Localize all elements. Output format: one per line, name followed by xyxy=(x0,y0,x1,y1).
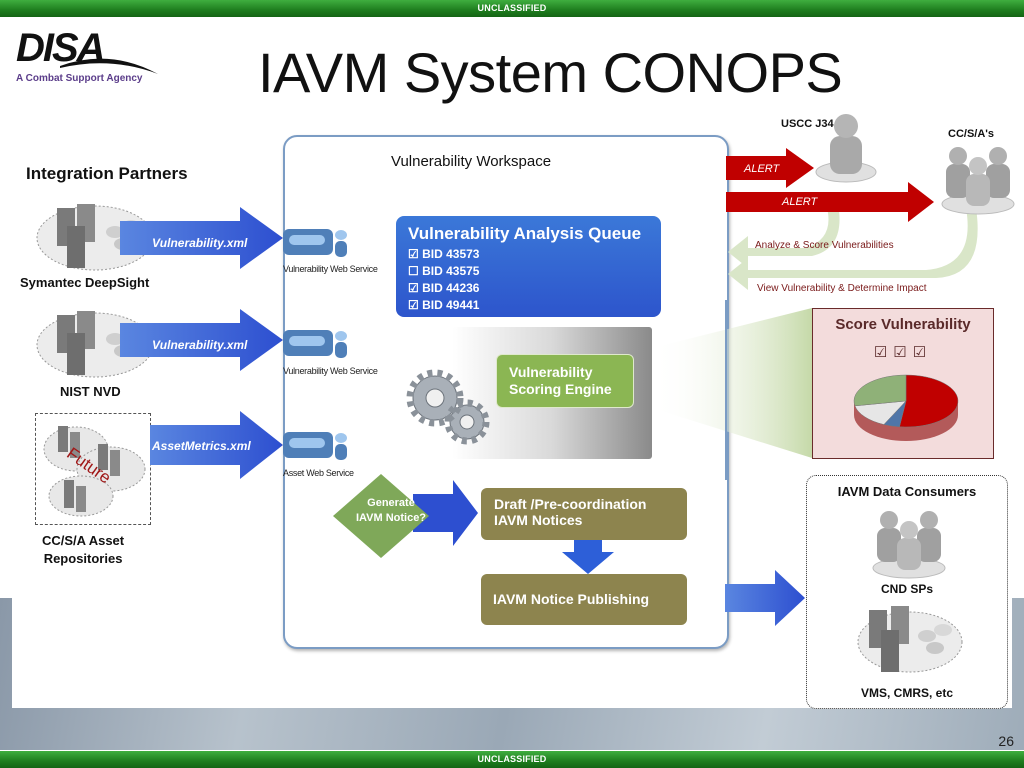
queue-item[interactable]: ☑ BID 44236 xyxy=(408,281,480,295)
draft-notices-box: Draft /Pre-coordination IAVM Notices xyxy=(481,488,687,540)
partner-name-line1: CC/S/A Asset xyxy=(42,533,125,548)
projection-beam xyxy=(652,308,812,458)
page-title: IAVM System CONOPS xyxy=(258,41,843,104)
generate-notice-decision: Generate IAVM Notice? xyxy=(343,496,439,526)
pie-slice-green xyxy=(853,374,907,407)
decision-line1: Generate xyxy=(367,497,415,509)
checkbox-icon[interactable]: ☐ xyxy=(408,264,419,278)
consumers-title: IAVM Data Consumers xyxy=(837,484,977,499)
consumer-vms-cmrs: VMS, CMRS, etc xyxy=(860,686,953,700)
web-service-label: Asset Web Service xyxy=(283,468,354,478)
classification-banner-top: UNCLASSIFIED xyxy=(0,0,1024,17)
feed-arrow-assets xyxy=(150,411,283,479)
users-group-icon xyxy=(872,511,946,579)
integration-partners-heading: Integration Partners xyxy=(26,164,188,183)
server-cluster-icon xyxy=(857,606,963,673)
future-repositories-box: Future xyxy=(35,413,151,525)
alert-flows xyxy=(726,148,978,290)
feed-arrow-nist xyxy=(120,309,283,371)
checkbox-icon[interactable]: ☑ xyxy=(408,281,419,295)
consumers-arrow xyxy=(725,570,805,626)
gears-icon xyxy=(406,369,490,445)
web-service-label: Vulnerability Web Service xyxy=(283,366,378,376)
consumer-cnd-sps: CND SPs xyxy=(880,582,933,596)
vulnerability-scoring-engine: Vulnerability Scoring Engine xyxy=(496,354,634,408)
logo-tagline: A Combat Support Agency xyxy=(16,73,143,84)
server-cluster-icon xyxy=(43,426,146,517)
score-checkboxes: ☑☑☑ xyxy=(873,344,933,361)
vulnerability-analysis-queue: Vulnerability Analysis Queue ☑ BID 43573… xyxy=(396,216,661,317)
pie-slice-red xyxy=(899,374,959,428)
workspace-title: Vulnerability Workspace xyxy=(391,153,552,170)
feed-arrow-symantec xyxy=(120,207,283,269)
decision-flow xyxy=(333,474,478,558)
logo-swoosh-icon xyxy=(60,58,158,74)
down-arrow-icon xyxy=(562,540,614,574)
feed-label-nist: Vulnerability.xml xyxy=(152,338,248,352)
iavm-data-consumers: IAVM Data Consumers CND SPs VMS, CMRS, e… xyxy=(806,475,1008,709)
classification-banner-bottom: UNCLASSIFIED xyxy=(0,751,1024,768)
pie-slice-gray xyxy=(854,400,907,425)
web-service-label: Vulnerability Web Service xyxy=(283,264,378,274)
flow-label-analyze: Analyze & Score Vulnerabilities xyxy=(755,240,894,251)
engine-label-line2: Scoring Engine xyxy=(509,381,612,397)
alert-label-ccsa: ALERT xyxy=(782,196,818,208)
checkbox-icon[interactable]: ☑ xyxy=(408,298,419,312)
partner-name-line2: Repositories xyxy=(43,551,123,566)
checkbox-icon[interactable]: ☑ xyxy=(408,247,419,261)
partner-name-nist: NIST NVD xyxy=(60,384,121,399)
queue-item[interactable]: ☐ BID 43575 xyxy=(408,264,480,278)
decision-line2: IAVM Notice? xyxy=(355,512,427,524)
engine-label-line1: Vulnerability xyxy=(509,364,593,380)
web-service-icon xyxy=(283,330,347,358)
user-icon xyxy=(815,114,877,183)
web-service-icon xyxy=(283,432,347,460)
workspace-border-segment xyxy=(725,300,727,480)
feed-label-assets: AssetMetrics.xml xyxy=(152,439,251,453)
score-vulnerability-box: Score Vulnerability ☑☑☑ xyxy=(812,308,994,459)
users-group-icon xyxy=(941,147,1015,215)
score-pie-chart xyxy=(853,374,959,441)
partner-name-symantec: Symantec DeepSight xyxy=(20,275,150,290)
flow-label-view: View Vulnerability & Determine Impact xyxy=(757,283,927,294)
notice-publishing-box: IAVM Notice Publishing xyxy=(481,574,687,625)
alert-label-uscc: ALERT xyxy=(744,163,780,175)
draft-line2: IAVM Notices xyxy=(494,512,583,528)
queue-item[interactable]: ☑ BID 49441 xyxy=(408,298,480,312)
draft-line1: Draft /Pre-coordination xyxy=(494,496,647,512)
uscc-label: USCC J34 xyxy=(781,118,834,130)
queue-item[interactable]: ☑ BID 43573 xyxy=(408,247,480,261)
feed-label-symantec: Vulnerability.xml xyxy=(152,236,248,250)
score-title: Score Vulnerability xyxy=(835,316,971,333)
partner-name-ccsa: CC/S/A Asset Repositories xyxy=(42,532,124,568)
page-number: 26 xyxy=(998,733,1014,749)
queue-title: Vulnerability Analysis Queue xyxy=(408,224,642,243)
web-service-icon xyxy=(283,229,347,257)
ccsa-label: CC/S/A's xyxy=(948,128,995,140)
